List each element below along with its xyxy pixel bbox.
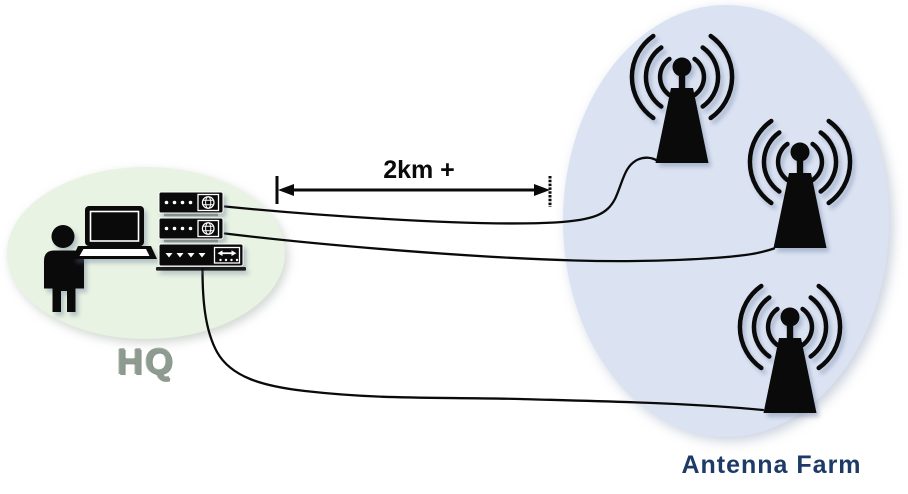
connection-cables xyxy=(201,156,776,412)
arrowhead-left-icon xyxy=(278,184,294,196)
switch-icon xyxy=(156,243,246,271)
hq-label: HQ xyxy=(117,341,175,382)
status-dots xyxy=(164,200,193,205)
cable-router2-antenna2 xyxy=(223,232,776,263)
globe-icon xyxy=(197,219,220,238)
person-icon xyxy=(44,225,84,312)
router-1-base xyxy=(164,213,218,217)
bidirectional-arrow-icon xyxy=(213,246,241,264)
antenna-farm-ellipse xyxy=(563,5,889,437)
port-triangles xyxy=(165,253,206,258)
laptop-icon xyxy=(72,206,157,259)
globe-icon xyxy=(197,193,220,212)
cable-router1-antenna1 xyxy=(223,156,659,225)
router-2-base xyxy=(164,239,218,243)
distance-indicator xyxy=(275,176,552,207)
antenna-farm-label: Antenna Farm xyxy=(681,451,862,479)
arrowhead-right-icon xyxy=(534,184,550,196)
switch-base xyxy=(156,267,246,271)
router-1-icon xyxy=(158,191,224,217)
cable-switch-antenna3 xyxy=(201,267,765,412)
status-dots xyxy=(164,226,193,231)
distance-label: 2km + xyxy=(383,156,455,184)
router-2-icon xyxy=(158,217,224,243)
